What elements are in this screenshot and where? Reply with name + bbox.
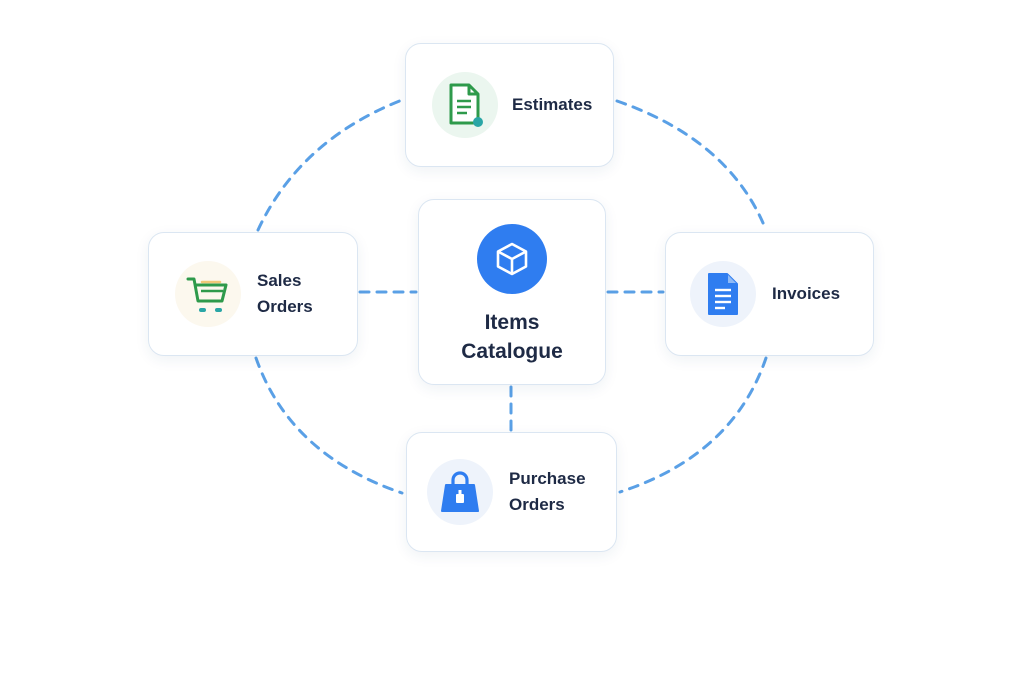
shopping-bag-icon xyxy=(427,459,493,525)
purchase-orders-label: Purchase Orders xyxy=(509,466,586,518)
purchase-orders-label-line1: Purchase xyxy=(509,469,586,488)
sales-orders-label-line2: Orders xyxy=(257,297,313,316)
cube-icon xyxy=(477,224,547,294)
sales-orders-card[interactable]: Sales Orders xyxy=(148,232,358,356)
invoices-card[interactable]: Invoices xyxy=(665,232,874,356)
invoices-label: Invoices xyxy=(772,281,840,307)
items-catalogue-label: Items Catalogue xyxy=(461,308,563,366)
purchase-orders-card[interactable]: Purchase Orders xyxy=(406,432,617,552)
estimates-label-text: Estimates xyxy=(512,95,593,114)
arc-estimates-invoices xyxy=(615,99,768,232)
estimates-label: Estimates xyxy=(512,92,592,118)
arc-sales-estimates xyxy=(256,98,404,232)
document-icon xyxy=(432,72,498,138)
items-catalogue-label-line2: Catalogue xyxy=(461,340,563,363)
purchase-orders-label-line2: Orders xyxy=(509,495,565,514)
items-catalogue-card[interactable]: Items Catalogue xyxy=(418,199,606,385)
arc-invoices-purchase xyxy=(618,356,768,494)
sales-orders-label: Sales Orders xyxy=(257,268,313,320)
invoices-label-text: Invoices xyxy=(772,284,841,303)
shopping-cart-icon xyxy=(175,261,241,327)
estimates-card[interactable]: Estimates xyxy=(405,43,614,167)
sales-orders-label-line1: Sales xyxy=(257,271,302,290)
invoice-icon xyxy=(690,261,756,327)
items-catalogue-label-line1: Items xyxy=(484,311,540,334)
arc-sales-purchase xyxy=(254,356,404,495)
